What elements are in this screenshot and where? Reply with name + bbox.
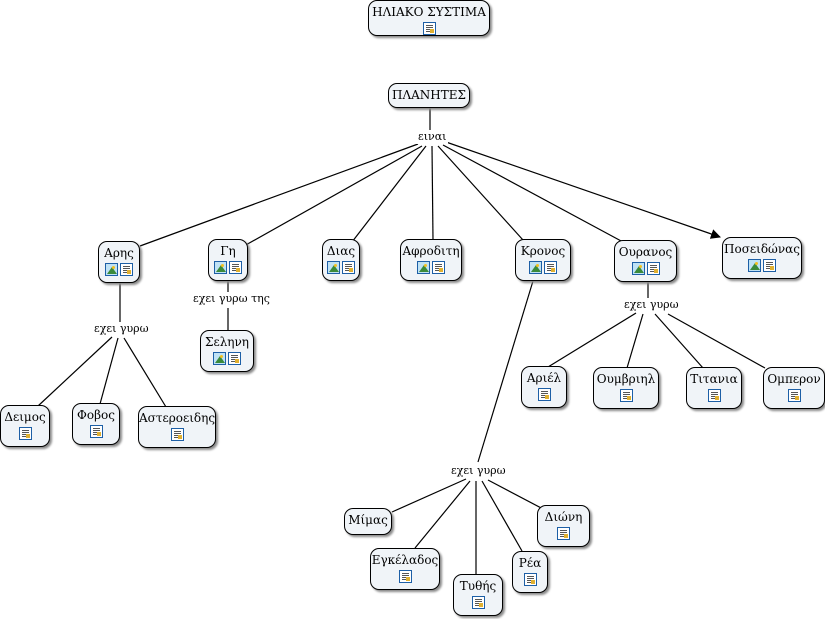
- edge-uranus-orbit-oberon: [667, 313, 766, 369]
- edge-saturn-orbit-rhea: [481, 480, 523, 552]
- image-icon[interactable]: [529, 261, 542, 274]
- node-label: Αφροδιτη: [402, 244, 460, 258]
- edge-uranus-orbit-umbriel: [626, 313, 644, 369]
- node-label: ΠΛΑΝΗΤΕΣ: [391, 88, 466, 102]
- node-label: Φοβος: [77, 408, 115, 422]
- node-label: ΗΛΙΑΚΟ ΣΥΣΤΙΜΑ: [372, 5, 486, 19]
- doc-icon[interactable]: [544, 261, 557, 274]
- doc-icon[interactable]: [619, 389, 633, 402]
- edge-mars-orbit-deimos: [37, 336, 113, 407]
- edge-saturn-orbit-dione: [487, 479, 546, 511]
- doc-icon[interactable]: [646, 262, 660, 275]
- node-ariel[interactable]: Αριέλ: [521, 366, 567, 408]
- link-label-are: ειναι: [416, 130, 449, 144]
- doc-icon[interactable]: [422, 22, 436, 35]
- edge-mars-orbit-asteroid: [123, 337, 167, 408]
- node-label: Δειμος: [4, 410, 46, 424]
- image-icon[interactable]: [105, 263, 118, 276]
- doc-icon[interactable]: [170, 428, 184, 441]
- node-earth[interactable]: Γη: [208, 239, 248, 281]
- node-deimos[interactable]: Δειμος: [0, 405, 50, 447]
- node-label: Κρονος: [520, 244, 566, 258]
- node-tethys[interactable]: Τυθής: [453, 574, 503, 616]
- doc-icon[interactable]: [89, 425, 103, 438]
- doc-icon[interactable]: [342, 261, 355, 274]
- node-rhea[interactable]: Ρέα: [512, 551, 548, 593]
- image-icon[interactable]: [214, 261, 227, 274]
- image-icon[interactable]: [748, 259, 761, 272]
- edge-uranus-orbit-titania: [654, 313, 704, 369]
- node-jupiter[interactable]: Διας: [322, 239, 360, 281]
- edge-are-mars: [139, 143, 419, 247]
- edge-saturn-orbit-mimas: [391, 478, 467, 513]
- edge-are-jupiter: [351, 145, 427, 243]
- image-icon[interactable]: [213, 352, 226, 365]
- node-label: Αρης: [104, 246, 134, 260]
- edge-saturn-orbit: [477, 280, 534, 463]
- node-label: Αστεροειδης: [139, 411, 216, 425]
- edge-are-neptune: [445, 141, 721, 239]
- node-label: Τυθής: [459, 579, 497, 593]
- node-venus[interactable]: Αφροδιτη: [400, 239, 462, 281]
- node-label: Σεληνη: [205, 335, 249, 349]
- node-asteroid[interactable]: Αστεροειδης: [138, 406, 216, 448]
- node-label: Ποσειδώνας: [724, 242, 800, 256]
- node-label: Εγκέλαδος: [371, 553, 439, 567]
- node-label: Γη: [220, 244, 236, 258]
- doc-icon[interactable]: [398, 570, 412, 583]
- doc-icon[interactable]: [537, 388, 551, 401]
- node-phobos[interactable]: Φοβος: [72, 403, 120, 445]
- doc-icon[interactable]: [763, 259, 776, 272]
- edge-uranus-orbit-ariel: [547, 312, 637, 368]
- doc-icon[interactable]: [557, 527, 570, 540]
- node-label: Ουρανος: [618, 245, 673, 259]
- node-label: Αριέλ: [526, 371, 562, 385]
- doc-icon[interactable]: [18, 427, 32, 440]
- node-moon[interactable]: Σεληνη: [200, 330, 254, 372]
- node-mars[interactable]: Αρης: [98, 241, 140, 283]
- node-label: Διας: [326, 244, 356, 258]
- link-label-mars-orbit: εχει γυρω: [92, 322, 151, 336]
- doc-icon[interactable]: [707, 389, 721, 402]
- node-dione[interactable]: Διώνη: [537, 505, 590, 547]
- node-planets[interactable]: ΠΛΑΝΗΤΕΣ: [388, 83, 470, 108]
- edge-are-venus: [431, 145, 434, 241]
- doc-icon[interactable]: [471, 596, 485, 609]
- edge-are-earth: [243, 145, 423, 247]
- link-label-saturn-orbit: εχει γυρω: [449, 464, 508, 478]
- doc-icon[interactable]: [229, 261, 242, 274]
- node-label: Διώνη: [544, 510, 583, 524]
- image-icon[interactable]: [417, 261, 430, 274]
- link-label-earth-orbit: εχει γυρω της: [191, 292, 272, 306]
- node-label: Ουμβριηλ: [596, 372, 656, 386]
- image-icon[interactable]: [631, 262, 645, 275]
- doc-icon[interactable]: [432, 261, 445, 274]
- doc-icon[interactable]: [787, 389, 801, 402]
- doc-icon[interactable]: [523, 573, 537, 586]
- node-neptune[interactable]: Ποσειδώνας: [722, 237, 802, 279]
- doc-icon[interactable]: [228, 352, 241, 365]
- node-enceladus[interactable]: Εγκέλαδος: [370, 548, 440, 590]
- node-label: Ρέα: [518, 556, 542, 570]
- edge-saturn-orbit-enceladus: [414, 480, 471, 549]
- doc-icon[interactable]: [120, 263, 133, 276]
- node-label: Τιτανια: [690, 372, 738, 386]
- image-icon[interactable]: [327, 261, 340, 274]
- node-solar-system[interactable]: ΗΛΙΑΚΟ ΣΥΣΤΙΜΑ: [368, 0, 490, 36]
- node-label: Μίμας: [348, 513, 388, 527]
- node-label: Ομπερον: [767, 372, 821, 386]
- node-oberon[interactable]: Ομπερον: [763, 367, 825, 409]
- node-umbriel[interactable]: Ουμβριηλ: [593, 367, 659, 409]
- edge-are-uranus: [442, 144, 624, 243]
- node-uranus[interactable]: Ουρανος: [614, 240, 677, 282]
- node-mimas[interactable]: Μίμας: [344, 508, 392, 535]
- edge-mars-orbit-phobos: [99, 337, 119, 405]
- link-label-uranus-orbit: εχει γυρω: [622, 298, 681, 312]
- node-saturn[interactable]: Κρονος: [515, 239, 571, 281]
- node-titania[interactable]: Τιτανια: [686, 367, 742, 409]
- edge-are-saturn: [437, 145, 524, 241]
